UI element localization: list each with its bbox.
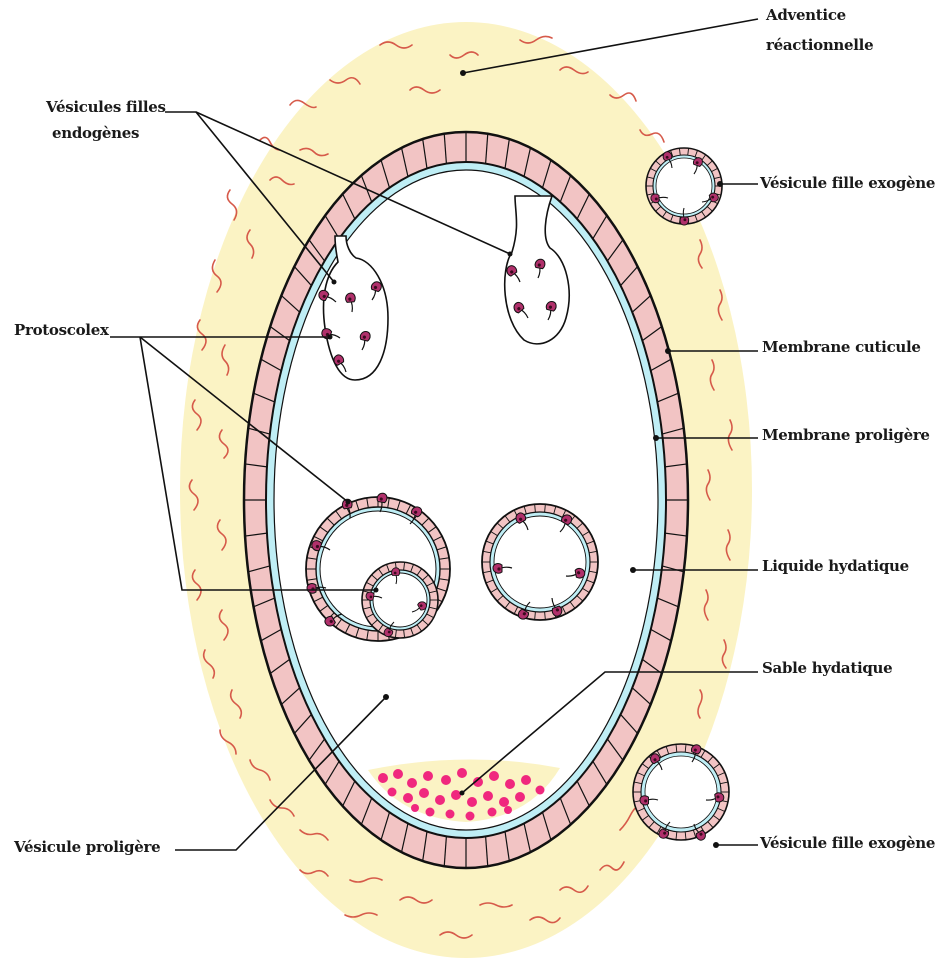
label-protoscolex: Protoscolex	[14, 321, 109, 340]
label-vesicule-exogene-bottom: Vésicule fille exogène	[760, 834, 935, 853]
label-vesicule-exogene-top: Vésicule fille exogène	[760, 174, 935, 193]
label-liquide-hydatique: Liquide hydatique	[762, 557, 909, 576]
label-adventice-line2: réactionnelle	[766, 36, 873, 55]
label-adventice-line1: Adventice	[766, 6, 846, 25]
label-vesicule-proligere: Vésicule proligère	[14, 838, 160, 857]
label-vesicules-filles-line1: Vésicules filles	[46, 98, 166, 117]
label-membrane-proligere: Membrane proligère	[762, 426, 930, 445]
vesicule-fille-exogene-top	[646, 148, 722, 225]
vesicule-fille-exogene-bottom	[633, 743, 729, 841]
label-vesicules-filles-line2: endogènes	[52, 124, 139, 143]
label-membrane-cuticule: Membrane cuticule	[762, 338, 921, 357]
vesicule-fille-centrale	[482, 504, 598, 621]
label-sable-hydatique: Sable hydatique	[762, 659, 892, 678]
